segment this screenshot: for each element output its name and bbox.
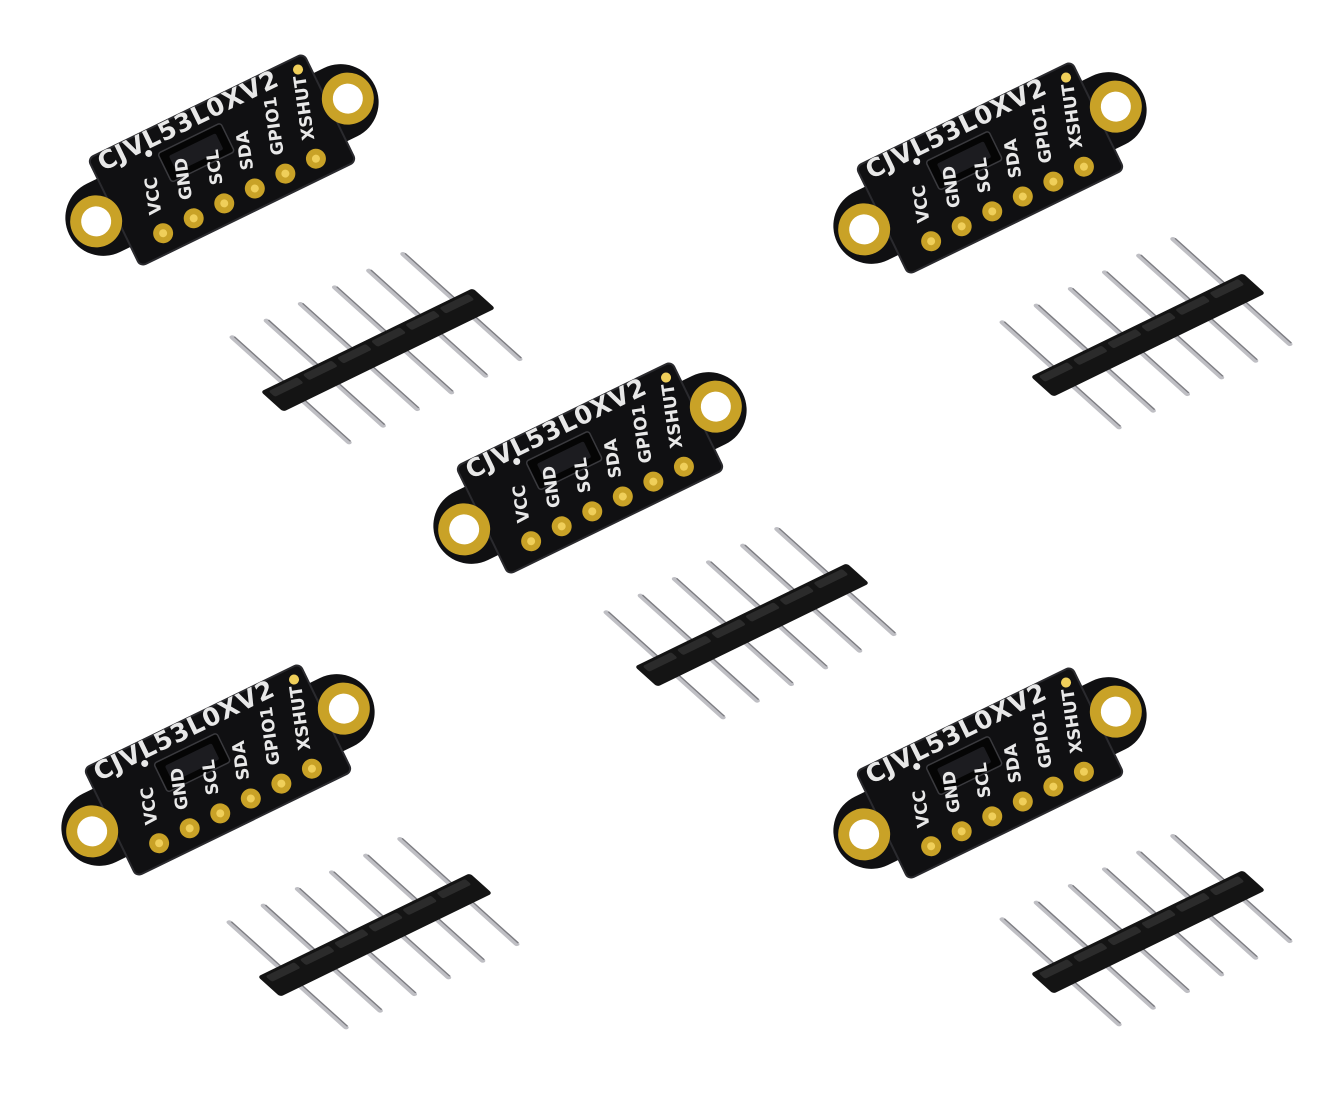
pin-label-scl: SCL xyxy=(199,758,224,796)
pin-label-scl: SCL xyxy=(971,761,996,799)
pin-label-scl: SCL xyxy=(971,156,996,194)
pin-label-scl: SCL xyxy=(203,148,228,186)
pin-label-scl: SCL xyxy=(571,456,596,494)
